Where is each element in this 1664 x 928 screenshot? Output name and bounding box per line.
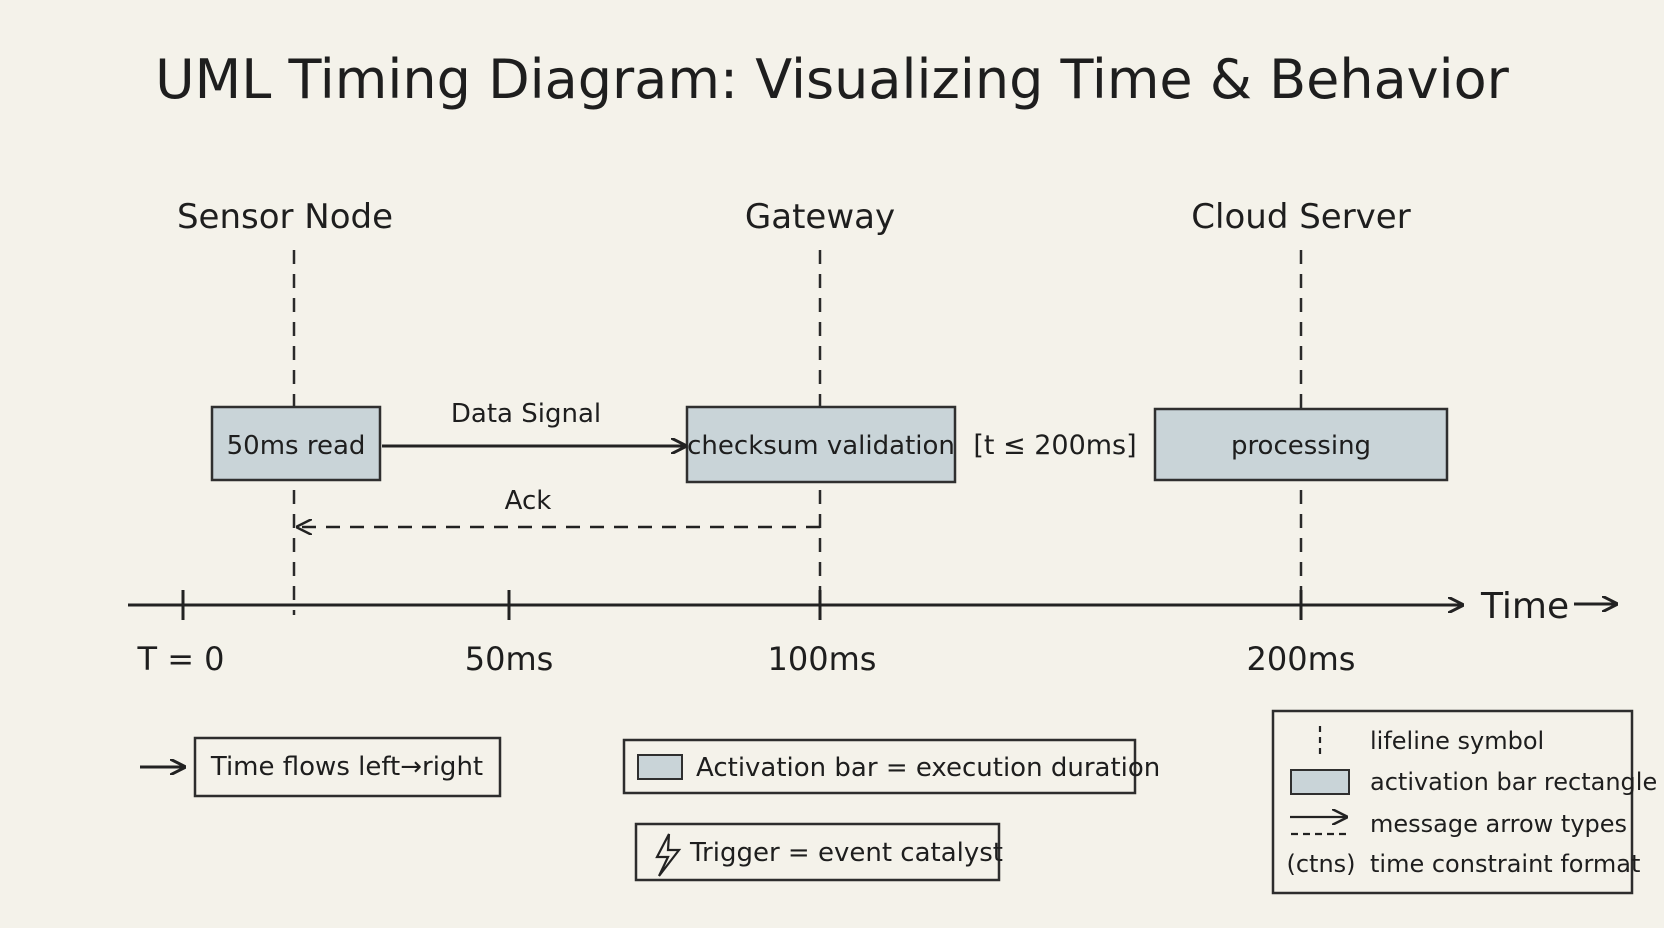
activation-bar-cloud-server: processing [1153, 407, 1449, 482]
legend-key-lifeline-label: lifeline symbol [1370, 727, 1544, 755]
legend-activation-swatch [637, 754, 683, 780]
activation-bar-gateway: checksum validation [685, 405, 957, 484]
message-label-ack: Ack [505, 486, 552, 516]
time-axis-label: Time [1480, 586, 1569, 627]
legend-activation-label: Activation bar = execution duration [696, 753, 1160, 783]
legend-time-flow-box [193, 736, 502, 798]
activation-bar-sensor-node: 50ms read [210, 405, 382, 482]
activation-label-sensor-node: 50ms read [227, 431, 366, 461]
diagram-title: UML Timing Diagram: Visualizing Time & B… [155, 48, 1510, 111]
axis-tick-label-200ms: 200ms [1247, 640, 1356, 678]
lifeline-label-gateway: Gateway [745, 197, 895, 237]
legend-key-constraint-symbol: (ctns) [1286, 850, 1355, 878]
activation-label-gateway: checksum validation [687, 431, 955, 461]
lightning-icon [655, 833, 682, 877]
message-label-data-signal: Data Signal [451, 399, 601, 429]
legend-key-box [1271, 709, 1634, 895]
lifeline-label-sensor-node: Sensor Node [177, 197, 393, 237]
axis-tick-label-50ms: 50ms [465, 640, 554, 678]
axis-tick-label-0: T = 0 [136, 640, 224, 678]
legend-trigger-label: Trigger = event catalyst [689, 838, 1003, 868]
legend-trigger-box [634, 822, 1001, 882]
legend-activation-box [622, 738, 1137, 795]
legend-key-constraint-label: time constraint format [1370, 850, 1640, 878]
legend-key-arrow-label: message arrow types [1370, 810, 1627, 838]
time-constraint-label: [t ≤ 200ms] [973, 430, 1136, 461]
axis-tick-label-100ms: 100ms [768, 640, 877, 678]
lifeline-label-cloud-server: Cloud Server [1191, 197, 1410, 237]
legend-key-activation-label: activation bar rectangle [1370, 768, 1657, 796]
activation-label-cloud-server: processing [1231, 431, 1371, 461]
legend-key-activation-symbol [1290, 769, 1350, 795]
legend-time-flow-label: Time flows left→right [210, 752, 483, 782]
